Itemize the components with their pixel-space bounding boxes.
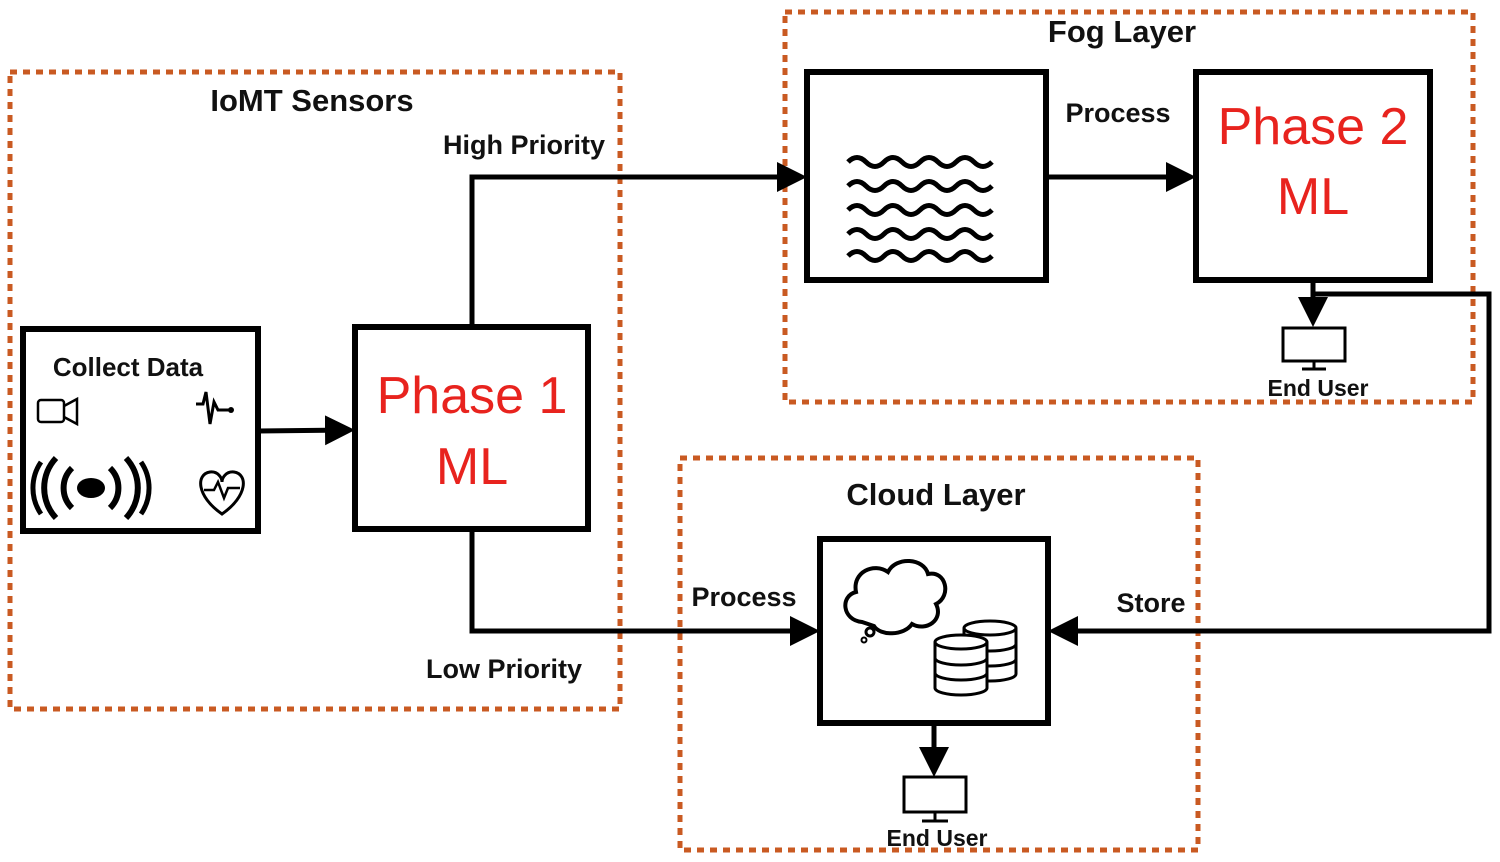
monitor-icon (902, 775, 968, 823)
ecg-pulse-icon (196, 391, 234, 425)
high-priority-arrow (469, 162, 807, 327)
phase2-ml-label: ML (1277, 168, 1349, 226)
phase2-label: Phase 2 (1218, 98, 1409, 156)
iomt-sensors-title: IoMT Sensors (210, 83, 413, 118)
monitor-icon (1281, 326, 1347, 371)
wireless-signal-icon (30, 455, 152, 521)
low-priority-label: Low Priority (426, 654, 582, 684)
cloud-process-label: Process (691, 582, 796, 612)
iomt-sensors-region (7, 69, 623, 712)
high-priority-label: High Priority (443, 130, 605, 160)
fog-process-label: Process (1065, 98, 1170, 128)
phase1-ml-box (352, 324, 591, 532)
fog-layer-title: Fog Layer (1048, 14, 1196, 49)
fog-layer-region (782, 9, 1476, 405)
low-priority-arrow (469, 529, 820, 646)
fog-end-user-label: End User (1268, 375, 1369, 401)
cloud-end-user-label: End User (887, 825, 988, 851)
phase1-label: Phase 1 (377, 367, 568, 425)
store-label: Store (1116, 588, 1185, 618)
cloud-icon (843, 559, 948, 644)
database-icon (933, 619, 1018, 697)
fog-data-box (804, 69, 1049, 283)
phase1-ml-label: ML (436, 438, 508, 496)
cloud-layer-title: Cloud Layer (846, 477, 1025, 512)
collect-to-phase1-arrow (257, 415, 355, 446)
collect-data-label: Collect Data (53, 352, 204, 382)
wave-lines-icon (846, 155, 994, 263)
camera-icon (36, 396, 79, 427)
heart-pulse-icon (199, 470, 245, 516)
store-arrow (1048, 291, 1492, 646)
